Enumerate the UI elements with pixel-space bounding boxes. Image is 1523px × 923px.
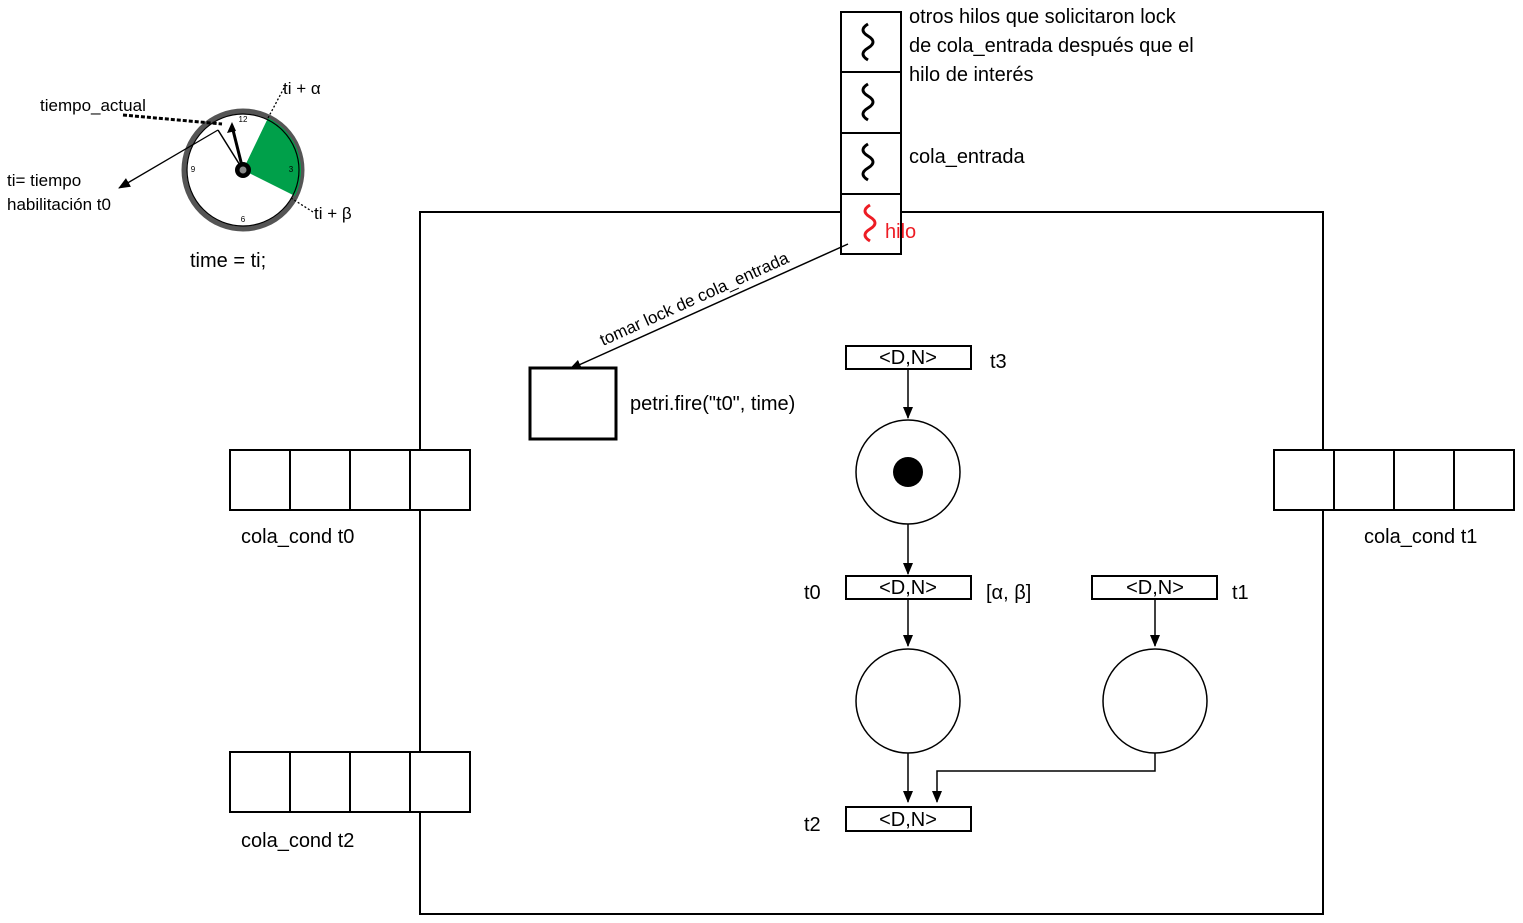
ti-beta-leader	[290, 197, 314, 213]
current-thread-icon	[863, 203, 877, 243]
cond-queue-slot	[1453, 449, 1515, 511]
transition-t0-guard: <D,N>	[879, 577, 937, 599]
time-assignment-label: time = ti;	[190, 250, 266, 272]
fire-call-label: petri.fire("t0", time)	[630, 393, 795, 415]
queue-note-line2: de cola_entrada después que el	[909, 35, 1194, 57]
ti-definition-line2: habilitación t0	[7, 195, 111, 214]
ti-alpha-leader	[267, 87, 285, 119]
transition-t0-name: t0	[804, 582, 821, 604]
thread-icon	[861, 82, 875, 122]
cond-queue-t1	[1273, 449, 1515, 511]
cond-queue-t1-label: cola_cond t1	[1364, 526, 1477, 548]
transition-t1-guard: <D,N>	[1126, 577, 1184, 599]
cond-queue-t0-label: cola_cond t0	[241, 526, 354, 548]
cond-queue-slot	[229, 751, 291, 813]
tiempo-actual-leader	[122, 113, 223, 126]
clock-hand-tip	[227, 122, 236, 133]
tiempo-actual-label: tiempo_actual	[40, 96, 146, 115]
clock: 12 3 6 9	[181, 108, 305, 232]
clock-number-3: 3	[289, 165, 294, 174]
take-lock-arrow	[569, 243, 849, 370]
cond-queue-t0	[229, 449, 471, 511]
cond-queue-slot	[349, 751, 411, 813]
transition-t1-name: t1	[1232, 582, 1249, 604]
thread-icon	[861, 142, 875, 182]
transition-t3-name: t3	[990, 351, 1007, 373]
queue-note-line1: otros hilos que solicitaron lock	[909, 6, 1177, 28]
ti-beta-label: ti + β	[314, 204, 352, 223]
transition-t2-name: t2	[804, 814, 821, 836]
token	[893, 457, 923, 487]
clock-face	[186, 113, 300, 227]
cond-queue-t2	[229, 751, 471, 813]
cond-queue-slot	[289, 751, 351, 813]
transition-t2-guard: <D,N>	[879, 809, 937, 831]
entry-queue-slot-current	[840, 193, 902, 255]
hilo-label: hilo	[885, 221, 916, 243]
clock-number-9: 9	[191, 165, 196, 174]
cond-queue-slot	[349, 449, 411, 511]
clock-center-pin	[239, 166, 247, 174]
cond-queue-slot	[229, 449, 291, 511]
take-lock-label: tomar lock de cola_entrada	[597, 248, 792, 350]
transition-t3-guard: <D,N>	[879, 347, 937, 369]
cond-queue-slot	[289, 449, 351, 511]
cond-queue-slot	[409, 449, 471, 511]
place-after-t1	[1102, 648, 1208, 754]
cond-queue-t2-label: cola_cond t2	[241, 830, 354, 852]
ti-definition-arrow	[118, 129, 219, 189]
cond-queue-slot	[1333, 449, 1395, 511]
ti-definition-line1: ti= tiempo	[7, 171, 81, 190]
cond-queue-slot	[1393, 449, 1455, 511]
clock-number-12: 12	[239, 115, 248, 124]
transition-t0-interval: [α, β]	[986, 582, 1031, 604]
cola-entrada-label: cola_entrada	[909, 146, 1026, 168]
place-after-t0	[855, 648, 961, 754]
entry-queue-slot	[840, 71, 902, 134]
ti-alpha-label: ti + α	[283, 79, 321, 98]
arc-place-t1-to-t2	[932, 753, 1156, 803]
cond-queue-slot	[1273, 449, 1335, 511]
thread-icon	[861, 22, 875, 62]
entry-queue	[840, 11, 902, 255]
transition-t2	[845, 806, 972, 832]
entry-queue-slot	[840, 11, 902, 73]
clock-enabled-sector	[243, 118, 301, 196]
fire-box	[528, 366, 618, 441]
entry-queue-slot	[840, 132, 902, 195]
queue-note-line3: hilo de interés	[909, 64, 1034, 86]
cond-queue-slot	[409, 751, 471, 813]
clock-number-6: 6	[241, 215, 246, 224]
